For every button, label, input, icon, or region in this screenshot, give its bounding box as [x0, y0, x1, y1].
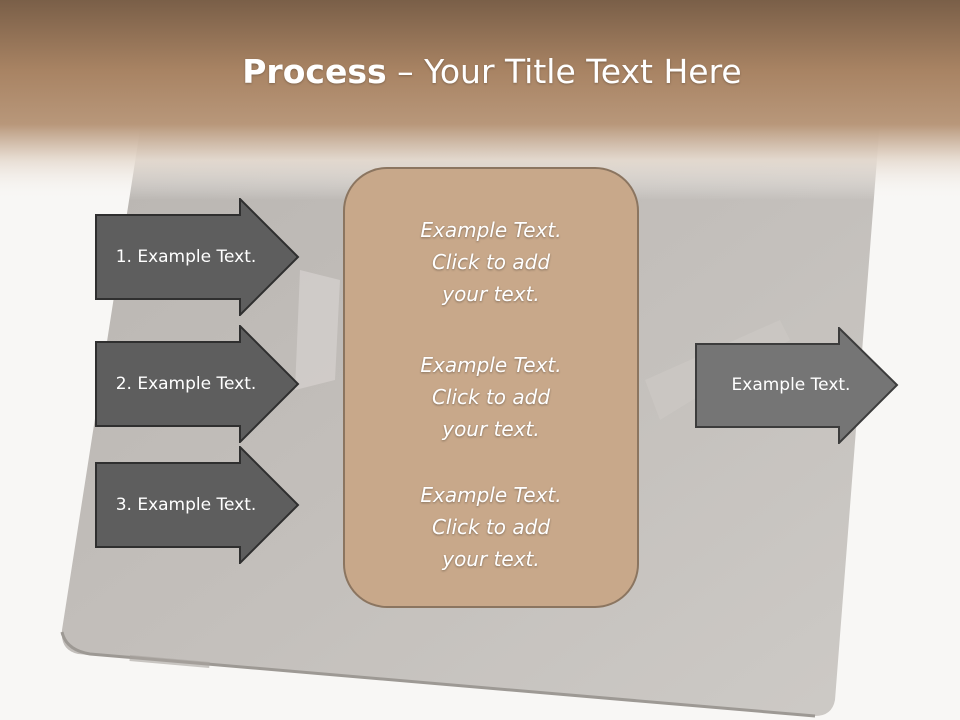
center-block-2: Example Text. Click to add your text.	[345, 349, 637, 445]
center-line: Example Text.	[420, 353, 562, 377]
slide-title: Process – Your Title Text Here	[0, 52, 960, 91]
center-block-1: Example Text. Click to add your text.	[345, 214, 637, 310]
center-line: Click to add	[431, 250, 551, 274]
step-label-3: 3. Example Text.	[115, 495, 257, 515]
step-label-1: 1. Example Text.	[115, 247, 257, 267]
center-line: Example Text.	[420, 483, 562, 507]
tablet-edge	[60, 631, 816, 718]
arrow-right-shape	[95, 325, 300, 443]
step-arrow-1[interactable]: 1. Example Text.	[95, 198, 300, 316]
center-line: your text.	[442, 417, 540, 441]
center-text-box[interactable]: Example Text. Click to add your text. Ex…	[343, 167, 639, 608]
output-label: Example Text.	[731, 375, 851, 395]
center-line: Click to add	[431, 515, 551, 539]
output-arrow[interactable]: Example Text.	[695, 327, 899, 444]
center-line: your text.	[442, 282, 540, 306]
arrow-right-shape	[95, 446, 300, 564]
title-bold: Process	[242, 52, 387, 91]
arrow-right-shape	[95, 198, 300, 316]
step-label-2: 2. Example Text.	[115, 374, 257, 394]
arrow-right-shape	[695, 327, 899, 444]
center-line: Click to add	[431, 385, 551, 409]
step-arrow-2[interactable]: 2. Example Text.	[95, 325, 300, 443]
center-line: your text.	[442, 547, 540, 571]
center-block-3: Example Text. Click to add your text.	[345, 479, 637, 575]
step-arrow-3[interactable]: 3. Example Text.	[95, 446, 300, 564]
title-rest: – Your Title Text Here	[386, 52, 742, 91]
center-line: Example Text.	[420, 218, 562, 242]
